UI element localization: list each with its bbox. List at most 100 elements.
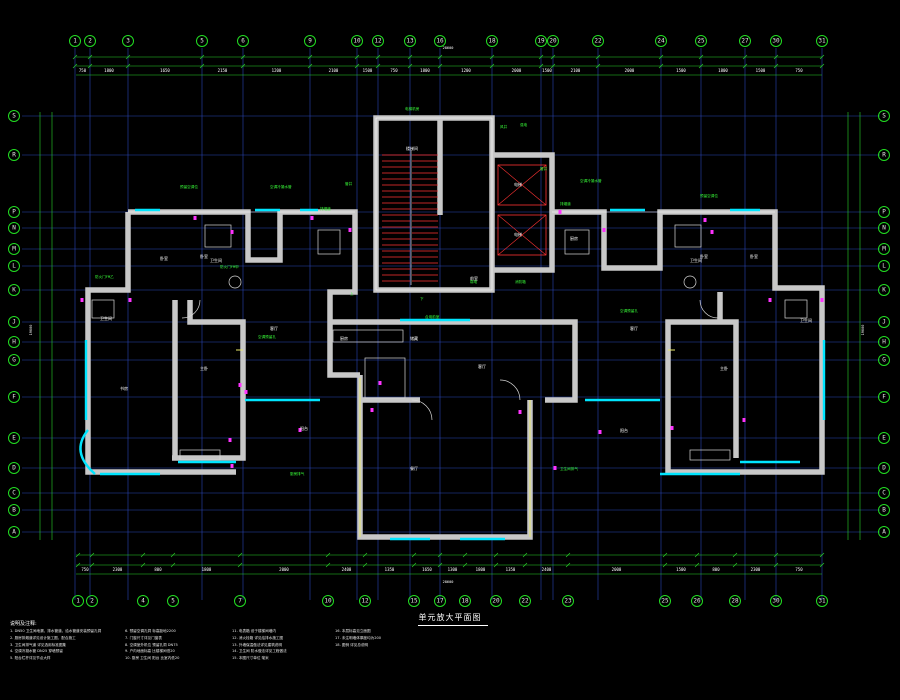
svg-text:30: 30 (772, 38, 780, 45)
note-item: 16. 本层标高见立面图 (335, 629, 371, 633)
axis-bubble-top-16: 16 (434, 35, 446, 47)
svg-text:M: M (882, 246, 886, 253)
dim-top-segment: 1800 (420, 68, 430, 73)
svg-text:18: 18 (461, 598, 469, 605)
svg-text:P: P (12, 209, 16, 216)
axis-bubble-bottom-25: 25 (659, 595, 671, 607)
axis-bubble-left-D: D (8, 462, 20, 474)
svg-text:18: 18 (488, 38, 496, 45)
dim-top-segment: 1200 (272, 68, 282, 73)
svg-text:24: 24 (657, 38, 665, 45)
svg-text:D: D (12, 465, 16, 472)
axis-bubble-right-G: G (878, 354, 890, 366)
dim-bottom-segment: 1800 (476, 567, 486, 572)
annotation-label: 强电 (520, 122, 528, 127)
axis-bubble-left-K: K (8, 284, 20, 296)
svg-text:2: 2 (90, 598, 94, 605)
axis-bubble-top-3: 3 (122, 35, 134, 47)
axis-bubble-bottom-31: 31 (816, 595, 828, 607)
axis-bubble-top-25: 25 (695, 35, 707, 47)
room-label: 阳台 (620, 427, 628, 433)
axis-bubble-left-H: H (8, 336, 20, 348)
axis-bubble-bottom-5: 5 (167, 595, 179, 607)
annotation-label: 空调预留孔 (258, 334, 276, 339)
svg-text:E: E (882, 435, 886, 442)
svg-text:22: 22 (594, 38, 602, 45)
annotation-label: 弱电 (470, 279, 478, 284)
room-label: 餐厅 (410, 465, 418, 471)
room-label: 卫生间 (800, 317, 812, 323)
axis-bubble-left-L: L (8, 260, 20, 272)
dim-top-segment: 2000 (625, 68, 635, 73)
annotation-label: 防火门FM甲 (220, 264, 239, 269)
svg-text:20: 20 (549, 38, 557, 45)
svg-text:9: 9 (308, 38, 312, 45)
axis-bubble-bottom-10: 10 (322, 595, 334, 607)
svg-text:26: 26 (693, 598, 701, 605)
axis-bubble-top-13: 13 (404, 35, 416, 47)
axis-bubble-bottom-20: 20 (490, 595, 502, 607)
dim-top-segment: 750 (390, 68, 398, 73)
notes-column-1: 1. DN50 卫生间地漏，排水管道，给水管道安装预留孔洞 2. 厨房排烟道详见… (10, 628, 101, 662)
building-plan: 卧室卧室卧室卧室客厅客厅客厅餐厅厨房厨房卫生间卫生间卫生间卫生间电梯电梯前室楼梯… (29, 46, 865, 584)
dim-bottom-segment: 800 (154, 567, 162, 572)
axis-bubble-right-K: K (878, 284, 890, 296)
svg-text:31: 31 (818, 38, 826, 45)
axis-bubble-top-12: 12 (372, 35, 384, 47)
svg-text:E: E (12, 435, 16, 442)
svg-text:P: P (882, 209, 886, 216)
room-label: 前室 (470, 275, 478, 281)
axis-bubble-top-22: 22 (592, 35, 604, 47)
axis-bubble-left-R: R (8, 149, 20, 161)
svg-text:K: K (12, 287, 16, 294)
wall-centerline (128, 117, 775, 291)
note-item: 7. 门窗尺寸详见门窗表 (125, 635, 162, 640)
drawing-title: 单元放大平面图 (418, 613, 482, 622)
room-label: 客厅 (630, 325, 638, 331)
axis-bubble-bottom-22: 22 (519, 595, 531, 607)
svg-text:B: B (882, 507, 886, 514)
dim-top-segment: 1500 (542, 68, 552, 73)
overall-width-top: 28600 (443, 46, 454, 50)
svg-text:4: 4 (141, 598, 145, 605)
dim-top-segment: 1200 (461, 68, 471, 73)
svg-text:B: B (12, 507, 16, 514)
dim-top-segment: 1500 (363, 68, 373, 73)
annotation-label: 排烟道 (560, 201, 571, 206)
dim-bottom-segment: 1350 (506, 567, 516, 572)
axis-bubble-left-G: G (8, 354, 20, 366)
svg-text:G: G (12, 357, 16, 364)
annotation-label: 预留空调位 (180, 184, 198, 189)
axis-bubble-bottom-4: 4 (137, 595, 149, 607)
note-item: 14. 卫生间 防水做法详见工程做法 (232, 649, 287, 654)
svg-text:2: 2 (88, 38, 92, 45)
annotation-label: 空调冷凝水管 (270, 184, 292, 189)
axis-bubble-top-10: 10 (351, 35, 363, 47)
dim-bottom-segment: 2300 (113, 567, 123, 572)
axis-bubble-right-J: J (878, 316, 890, 328)
axis-bubble-top-18: 18 (486, 35, 498, 47)
axis-bubble-bottom-23: 23 (562, 595, 574, 607)
note-item: 2. 厨房排烟道详见设计施工图，配合施工 (10, 635, 76, 640)
dim-top-segment: 2000 (512, 68, 522, 73)
room-label: 卫生间 (100, 315, 112, 321)
axis-bubble-bottom-7: 7 (234, 595, 246, 607)
svg-text:N: N (882, 225, 886, 232)
axis-bubble-top-24: 24 (655, 35, 667, 47)
axis-bubble-right-S: S (878, 110, 890, 122)
annotation-label: 电梯机房 (405, 106, 420, 111)
axis-bubble-top-6: 6 (237, 35, 249, 47)
note-item: 1. DN50 卫生间地漏，排水管道，给水管道安装预留孔洞 (10, 629, 102, 633)
annotation-label: 管井 (540, 166, 548, 171)
axis-bubble-left-B: B (8, 504, 20, 516)
dim-bottom-segment: 2400 (342, 567, 352, 572)
annotation-labels: 预留空调位预留空调位空调冷凝水管空调冷凝水管排烟道排烟道管井管井风井强电弱电消防… (95, 106, 718, 476)
svg-text:27: 27 (741, 38, 749, 45)
room-label: 主卧 (720, 365, 728, 371)
room-label: 客厅 (270, 325, 278, 331)
elevator-shaft-1 (497, 164, 547, 206)
svg-text:1: 1 (73, 38, 77, 45)
svg-text:R: R (12, 152, 16, 159)
